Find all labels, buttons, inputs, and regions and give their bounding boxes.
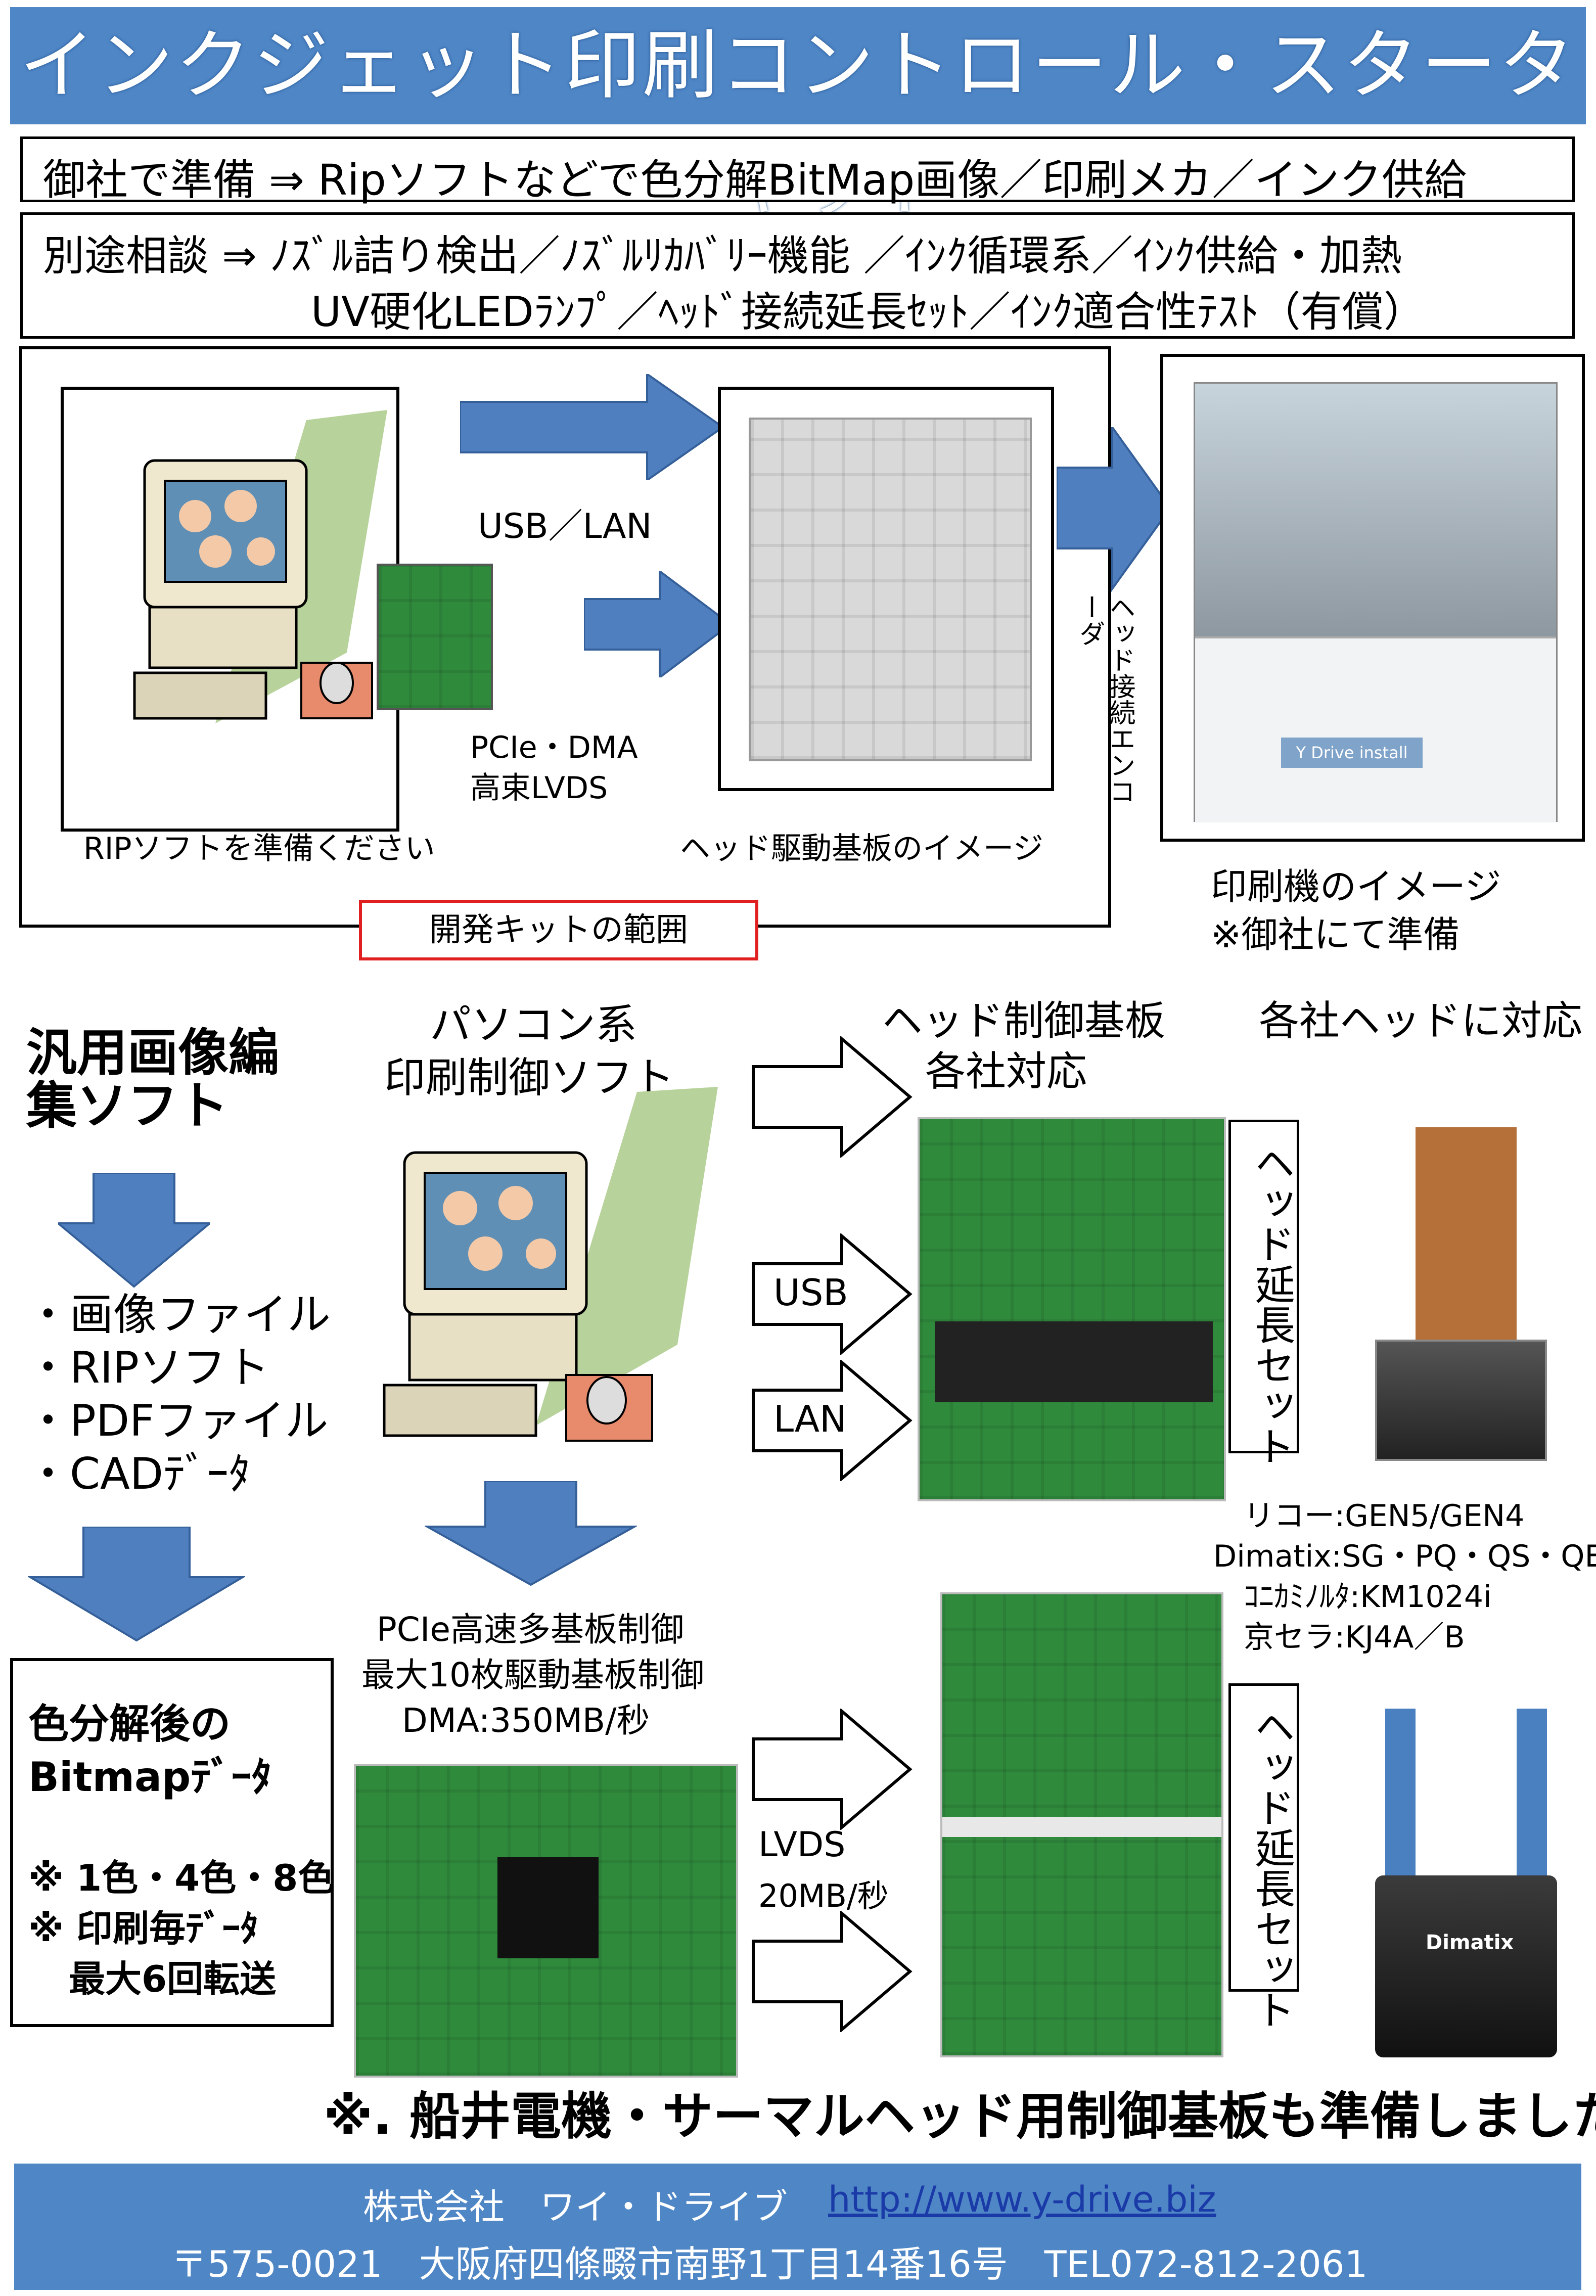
arrow-down-3 (425, 1481, 637, 1586)
pc-soft-label1: パソコン系 (430, 1001, 637, 1049)
computer-illustration-2 (383, 1087, 718, 1442)
head-board-caption: ヘッド駆動基板のイメージ (680, 831, 1043, 866)
head-list-1: Dimatix:SG・PQ・QS・QE等 (1213, 1539, 1596, 1574)
file-type-0: ・画像ファイル (26, 1290, 331, 1340)
bitmap-note-0: ※ 1色・4色・8色 (28, 1857, 335, 1899)
head-ctrl-label2: 各社対応 (925, 1048, 1087, 1095)
ricoh-head-image (1365, 1127, 1557, 1471)
ext-set-label-2: ヘッド延長セット (1248, 1706, 1295, 2030)
head-support-label: 各社ヘッドに対応 (1259, 997, 1582, 1044)
encoder-label: ヘッド接続エンコーダ (1074, 594, 1135, 804)
head-control-board-image (918, 1117, 1226, 1501)
kit-scope-label: 開発キットの範囲 (359, 900, 758, 960)
file-type-2: ・PDFファイル (26, 1396, 329, 1446)
bitmap-note-2: 最大6回転送 (69, 1958, 277, 2000)
general-soft-label: 汎用画像編集ソフト (26, 1026, 289, 1132)
arrow-to-printer (1057, 427, 1172, 592)
arrow-down-1 (58, 1173, 210, 1288)
dimatix-board-image (940, 1592, 1223, 2057)
usb-lan-label: USB／LAN (478, 507, 652, 546)
rip-caption: RIPソフトを準備ください (83, 831, 435, 866)
pcie-line-0: PCIe高速多基板制御 (377, 1610, 684, 1649)
footer-address: 〒575-0021 大阪府四條畷市南野1丁目14番16号 TEL072-812-… (171, 2243, 1368, 2285)
printer-image: Y Drive install (1194, 382, 1558, 822)
ext-set-frame-2: ヘッド延長セット (1228, 1683, 1299, 2030)
general-soft-text: 汎用画像編集ソフト (26, 1023, 279, 1135)
bitmap-note-1: ※ 印刷毎ﾃﾞｰﾀ (28, 1907, 259, 1950)
arrow-pcie (584, 571, 733, 677)
file-type-3: ・CADﾃﾞｰﾀ (26, 1449, 251, 1499)
printer-label-text: Y Drive install (1296, 743, 1408, 762)
arrow-outline-usb (752, 1233, 913, 1355)
printer-caption1: 印刷機のイメージ (1211, 865, 1501, 908)
printer-install-label: Y Drive install (1281, 738, 1423, 768)
computer-illustration (133, 410, 387, 723)
arrow-outline-1 (752, 1036, 913, 1158)
pcie-card-image (377, 564, 493, 710)
footer: 株式会社 ワイ・ドライブ http://www.y-drive.biz 〒575… (14, 2164, 1581, 2290)
usb-label: USB (773, 1271, 848, 1314)
lvds-label-bottom: LVDS (758, 1825, 846, 1865)
head-ctrl-label1: ヘッド制御基板 (882, 997, 1165, 1044)
head-board-frame (718, 387, 1054, 791)
ext-set-frame-1: ヘッド延長セット (1228, 1120, 1299, 1466)
prepare-text: 御社で準備 ⇒ Ripソフトなどで色分解BitMap画像／印刷メカ／インク供給 (43, 155, 1467, 205)
dimatix-logo-text: Dimatix (1426, 1931, 1514, 1954)
arrow-down-2 (28, 1527, 245, 1642)
footer-url-link[interactable]: http://www.y-drive.biz (828, 2179, 1216, 2220)
ext-set-label-1: ヘッド延長セット (1248, 1142, 1295, 1466)
funai-note: ※. 船井電機・サーマルヘッド用制御基板も準備しました (324, 2087, 1596, 2146)
lvds-speed: 20MB/秒 (758, 1877, 889, 1914)
pcie-line-1: 最大10枚駆動基板制御 (361, 1656, 704, 1694)
printer-caption2: ※御社にて準備 (1211, 913, 1460, 956)
consult-box: 別途相談 ⇒ ﾉｽﾞﾙ詰り検出／ﾉｽﾞﾙﾘｶﾊﾞﾘｰ機能 ／ｲﾝｸ循環系／ｲﾝｸ… (20, 212, 1575, 339)
dimatix-head-image: Dimatix (1365, 1709, 1567, 2062)
pcie-label: PCIe・DMA (470, 730, 638, 765)
head-list-2: ｺﾆｶﾐﾉﾙﾀ:KM1024i (1244, 1579, 1492, 1615)
pcie-board-image (354, 1764, 738, 2078)
bitmap-label1: 色分解後の (28, 1701, 231, 1748)
pc-soft-label2: 印刷制御ソフト (384, 1054, 675, 1102)
lan-label: LAN (773, 1398, 847, 1440)
printer-frame: Y Drive install (1160, 354, 1585, 842)
rip-pc-frame (61, 387, 399, 832)
arrow-usb-lan (460, 374, 725, 480)
lvds-label: 高束LVDS (470, 770, 608, 806)
head-list-0: リコー:GEN5/GEN4 (1244, 1498, 1525, 1534)
bitmap-label2: Bitmapﾃﾞｰﾀ (28, 1754, 272, 1801)
arrow-outline-lvds-1 (752, 1709, 913, 1830)
arrow-outline-lan (752, 1360, 913, 1481)
kit-scope-text: 開発キットの範囲 (429, 911, 688, 949)
pcie-line-2: DMA:350MB/秒 (402, 1701, 650, 1740)
consult-line1: 別途相談 ⇒ ﾉｽﾞﾙ詰り検出／ﾉｽﾞﾙﾘｶﾊﾞﾘｰ機能 ／ｲﾝｸ循環系／ｲﾝｸ… (43, 232, 1402, 280)
head-board-image (749, 418, 1032, 761)
consult-line2: UV硬化LEDﾗﾝﾌﾟ／ﾍｯﾄﾞ接続延長ｾｯﾄ／ｲﾝｸ適合性ﾃｽﾄ（有償） (311, 288, 1425, 336)
bitmap-box: 色分解後の Bitmapﾃﾞｰﾀ ※ 1色・4色・8色 ※ 印刷毎ﾃﾞｰﾀ 最大… (10, 1658, 334, 2027)
arrow-outline-lvds-2 (752, 1911, 913, 2032)
page-title: インクジェット印刷コントロール・スターターキット (10, 7, 1586, 227)
prepare-box: 御社で準備 ⇒ Ripソフトなどで色分解BitMap画像／印刷メカ／インク供給 (20, 136, 1575, 205)
head-list-3: 京セラ:KJ4A／B (1244, 1620, 1465, 1655)
file-type-1: ・RIPソフト (26, 1343, 269, 1393)
footer-company: 株式会社 ワイ・ドライブ (363, 2186, 788, 2228)
